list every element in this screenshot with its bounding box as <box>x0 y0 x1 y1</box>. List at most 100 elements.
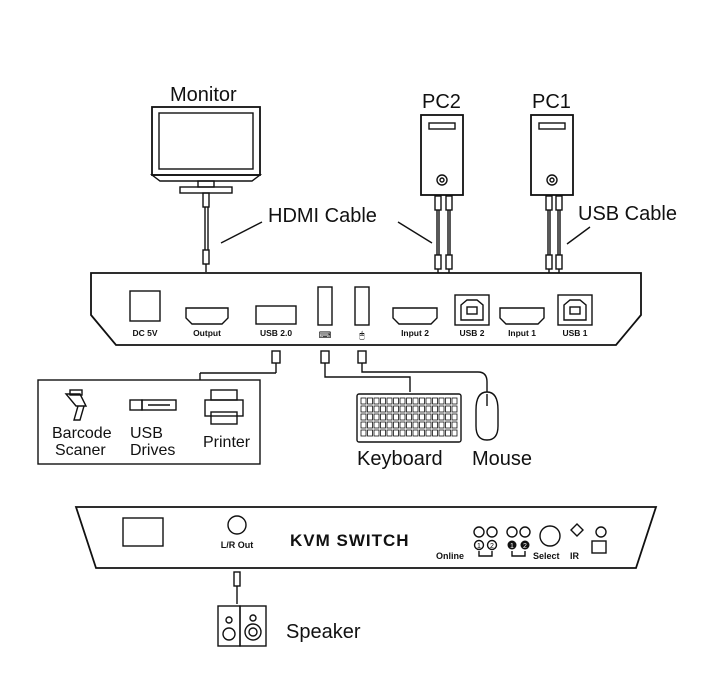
usb20-cable <box>199 350 281 380</box>
keyboard-key <box>406 429 412 437</box>
ir-sensor-icon <box>570 523 584 537</box>
keyboard-key <box>406 397 412 405</box>
keyboard-key <box>412 421 419 429</box>
keyboard-key <box>425 421 432 429</box>
keyboard-key <box>386 421 393 429</box>
pc2-label: PC2 <box>422 91 461 113</box>
select-led-1 <box>506 526 518 538</box>
keyboard-key <box>386 429 393 437</box>
keyboard-key <box>393 429 399 437</box>
keyboard-key <box>393 397 399 405</box>
keyboard-usb-port <box>317 286 333 326</box>
online-label: Online <box>436 551 464 561</box>
keyboard-key <box>451 413 458 421</box>
dc-jack <box>129 290 161 322</box>
lr-out-label: L/R Out <box>221 540 254 550</box>
mouse-cable <box>357 350 488 392</box>
keyboard-key <box>386 397 393 405</box>
keyboard-key <box>380 413 386 421</box>
pc1-label: PC1 <box>532 91 571 113</box>
monitor-hdmi-cable <box>202 192 210 272</box>
keyboard-key <box>399 421 406 429</box>
keyboard-key <box>373 397 380 405</box>
keyboard-key <box>393 405 399 413</box>
front-window <box>122 517 164 547</box>
keyboard-key <box>367 413 373 421</box>
keyboard-key <box>373 405 380 413</box>
keyboard-key <box>380 429 386 437</box>
speaker-icon <box>217 605 267 647</box>
usb-drive-icon <box>129 399 177 411</box>
select-num-1: 1 <box>510 543 514 550</box>
keyboard-cable <box>320 350 411 392</box>
keyboard-key <box>425 429 432 437</box>
keyboard-key <box>393 413 399 421</box>
mouse-usb-port <box>354 286 370 326</box>
audio-jack <box>227 515 247 535</box>
online-num-1: 1 <box>477 543 481 550</box>
keyboard-key <box>425 413 432 421</box>
input2-label: Input 2 <box>401 328 429 338</box>
keyboard-key <box>419 405 425 413</box>
monitor-label: Monitor <box>170 84 237 106</box>
keyboard-key <box>412 397 419 405</box>
keyboard-key <box>438 413 445 421</box>
keyboard-key <box>399 429 406 437</box>
keyboard-key <box>438 405 445 413</box>
keyboard-key <box>367 429 373 437</box>
keyboard-label: Keyboard <box>357 448 443 470</box>
keyboard-key <box>399 413 406 421</box>
keyboard-key <box>360 397 367 405</box>
usb-drives-label-2: Drives <box>130 442 175 459</box>
usb-drives-label-1: USB <box>130 425 163 442</box>
keyboard-key <box>380 405 386 413</box>
pc1-cables <box>545 195 563 273</box>
pc2-cables <box>434 195 453 273</box>
keyboard-key <box>399 405 406 413</box>
select-button[interactable] <box>539 525 561 547</box>
usb20-label: USB 2.0 <box>260 328 292 338</box>
keyboard-key <box>445 413 451 421</box>
keyboard-key <box>399 397 406 405</box>
dc-label: DC 5V <box>132 328 157 338</box>
keyboard-key <box>367 397 373 405</box>
usb2-label: USB 2 <box>459 328 484 338</box>
keyboard-key <box>432 429 438 437</box>
mouse-port-icon: 🖱 <box>359 330 365 340</box>
online-num-2: 2 <box>490 543 494 550</box>
hotkey-led <box>595 526 607 538</box>
select-num-2: 2 <box>523 543 527 550</box>
keyboard-key <box>367 405 373 413</box>
keyboard-key <box>432 405 438 413</box>
barcode-label-1: Barcode <box>52 425 112 442</box>
usb-devices-box <box>37 379 261 465</box>
keyboard-key <box>438 421 445 429</box>
keyboard-key <box>360 405 367 413</box>
printer-icon <box>204 389 244 425</box>
barcode-scanner-icon <box>64 389 88 421</box>
select-led-2 <box>519 526 531 538</box>
keyboard-key <box>406 421 412 429</box>
mouse-label: Mouse <box>472 448 532 470</box>
hdmi-cable-pointer-right <box>397 221 433 244</box>
keyboard-port-icon: ⌨ <box>319 330 332 340</box>
usb1-label: USB 1 <box>562 328 587 338</box>
online-led-2 <box>486 526 498 538</box>
keyboard-key <box>360 421 367 429</box>
keyboard-key <box>386 405 393 413</box>
speaker-cable <box>233 571 241 604</box>
keyboard-key <box>412 413 419 421</box>
kvm-switch-title: KVM SWITCH <box>290 531 410 550</box>
keyboard-key <box>380 397 386 405</box>
pc2-tower <box>420 114 464 196</box>
keyboard-key <box>419 421 425 429</box>
rear-panel: DC 5V Output USB 2.0 ⌨ 🖱 Input 2 USB 2 I… <box>90 272 642 346</box>
usb-cable-pointer <box>566 226 591 245</box>
keyboard-key <box>406 405 412 413</box>
keyboard-key <box>360 429 367 437</box>
keyboard-key <box>451 397 458 405</box>
usb20-port <box>255 305 297 325</box>
speaker-label: Speaker <box>286 621 361 643</box>
keyboard-key <box>412 405 419 413</box>
keyboard-key <box>360 413 367 421</box>
